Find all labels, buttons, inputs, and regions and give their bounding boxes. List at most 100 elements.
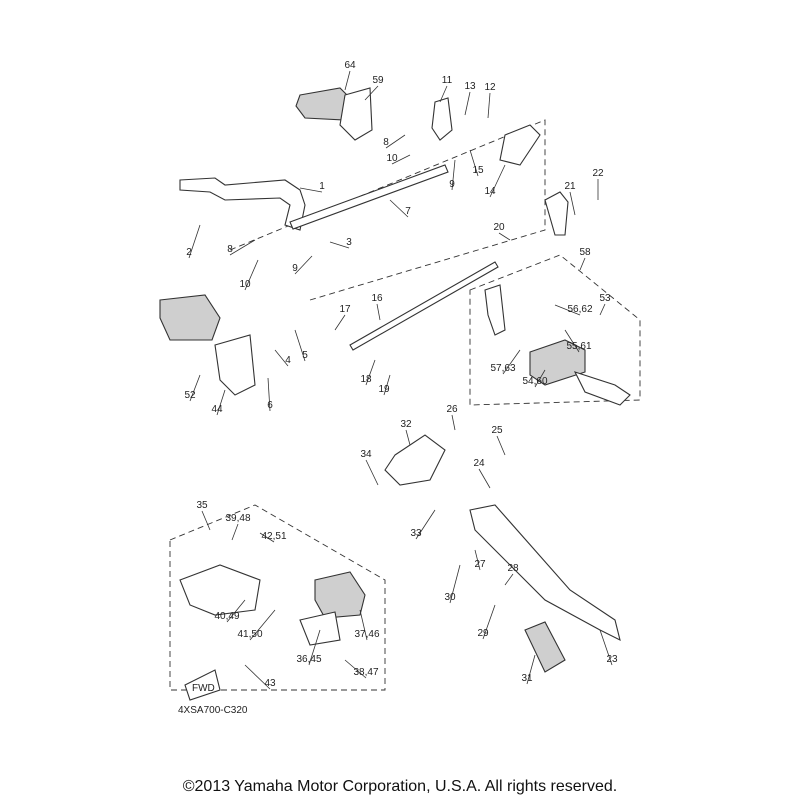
callout-label: 42,51	[261, 531, 286, 542]
callout-label: 3	[346, 237, 352, 248]
leader-line	[244, 664, 271, 690]
callout-label: 59	[372, 75, 384, 86]
callout-label: 9	[292, 263, 298, 274]
footrest-front-left	[159, 294, 221, 341]
leader-line	[504, 573, 514, 586]
leader-line	[439, 85, 448, 103]
callout-label: 34	[360, 449, 372, 460]
leader-line	[469, 149, 479, 177]
leader-line	[334, 314, 346, 331]
leader-line	[478, 468, 491, 489]
callout-label: 19	[378, 384, 390, 395]
callout-label: 64	[344, 60, 356, 71]
callout-label: 15	[472, 165, 484, 176]
leader-line	[308, 629, 321, 666]
sleeve-31	[524, 621, 566, 673]
bracket-35	[179, 564, 261, 616]
rod-16	[349, 261, 499, 351]
callout-label: 41,50	[237, 629, 262, 640]
callout-label: 27	[474, 559, 486, 570]
leader-line	[294, 329, 306, 362]
leader-line	[449, 564, 461, 604]
fwd-arrow	[184, 669, 221, 701]
callout-label: 23	[606, 654, 618, 665]
leader-line	[554, 304, 581, 316]
leader-line	[389, 199, 409, 218]
callout-label: 26	[446, 404, 458, 415]
leader-line	[464, 91, 471, 116]
callout-label: 22	[592, 168, 604, 179]
footrest-rubber-37	[314, 571, 366, 619]
callout-label: 7	[405, 206, 411, 217]
leader-line	[405, 429, 411, 446]
callout-label: 10	[239, 279, 251, 290]
callout-label: 18	[360, 374, 372, 385]
leader-line	[364, 85, 379, 101]
shift-rod-7	[289, 164, 449, 230]
callout-label: 20	[493, 222, 505, 233]
callout-label: 33	[410, 528, 422, 539]
leader-line	[385, 134, 406, 149]
leader-line	[365, 359, 376, 386]
callout-label: 54,60	[522, 376, 547, 387]
bracket-44	[214, 334, 256, 396]
callout-label: 21	[564, 181, 576, 192]
leader-line	[329, 241, 350, 249]
leader-line	[259, 532, 275, 543]
callout-label: 40,49	[214, 611, 239, 622]
callout-label: 11	[442, 75, 453, 86]
leader-line	[267, 377, 271, 412]
callout-label: 38,47	[353, 667, 378, 678]
leader-line	[534, 369, 546, 388]
leader-line	[274, 349, 289, 367]
callout-label: 29	[477, 628, 489, 639]
callout-label: 58	[579, 247, 591, 258]
diagram-code: 4XSA700-C320	[178, 705, 248, 716]
leader-line	[294, 255, 313, 275]
leader-line	[244, 259, 259, 291]
callout-label: 1	[319, 181, 325, 192]
leader-line	[383, 374, 391, 396]
callout-label: 53	[599, 293, 611, 304]
leader-line	[489, 164, 506, 198]
callout-label: 24	[473, 458, 485, 469]
sidestand-23	[469, 504, 621, 642]
bracket-53	[484, 284, 506, 336]
copyright-notice: ©2013 Yamaha Motor Corporation, U.S.A. A…	[182, 778, 618, 795]
leader-line	[526, 654, 536, 685]
footrest-rubber-54	[529, 339, 586, 386]
leader-line	[451, 159, 456, 191]
leader-line	[502, 349, 521, 375]
leader-line	[365, 459, 379, 486]
callout-label: 37,46	[354, 629, 379, 640]
callout-label: 36,45	[296, 654, 321, 665]
footrest-36	[299, 611, 341, 646]
callout-label: 9	[449, 179, 455, 190]
group-box-rod	[229, 119, 546, 301]
leader-line	[189, 374, 201, 402]
callout-label: 44	[211, 404, 223, 415]
callout-label: 12	[484, 82, 496, 93]
fwd-arrow-label: FWD	[192, 683, 215, 694]
callout-label: 56,62	[567, 304, 592, 315]
leader-line	[564, 329, 580, 353]
callout-label: 4	[285, 355, 291, 366]
leader-line	[474, 549, 481, 571]
callout-label: 35	[196, 500, 208, 511]
leader-line	[415, 509, 436, 540]
callout-label: 30	[444, 592, 456, 603]
callout-label: 55,61	[566, 341, 591, 352]
callout-label: 25	[491, 425, 503, 436]
leader-line	[344, 70, 351, 91]
callout-label: 28	[507, 563, 519, 574]
peg-pin	[573, 371, 631, 406]
callout-label: 10	[386, 153, 398, 164]
callout-label: 5	[302, 350, 308, 361]
leader-line	[569, 191, 576, 216]
callout-label: 13	[464, 81, 476, 92]
leader-line	[487, 92, 491, 119]
leader-line	[299, 187, 323, 193]
callout-label: 8	[383, 137, 389, 148]
leader-line	[599, 629, 613, 666]
